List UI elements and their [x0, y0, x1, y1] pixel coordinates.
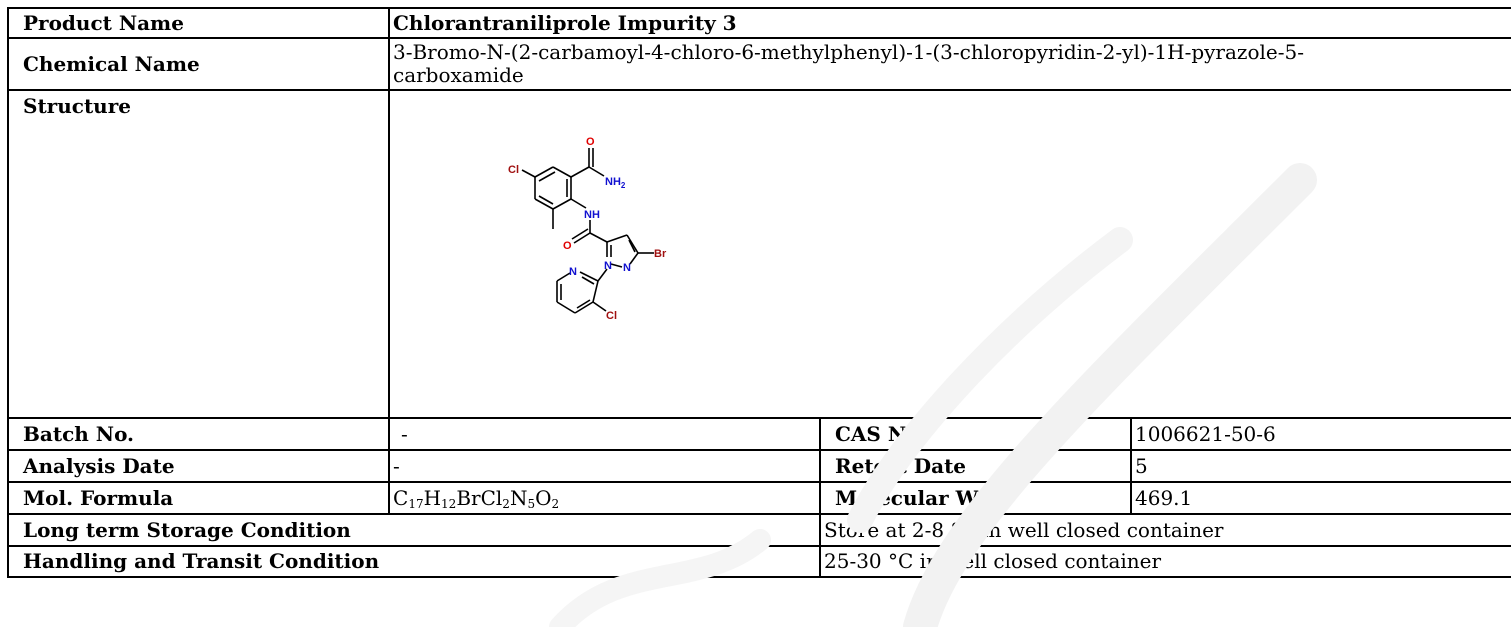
- structure-label: Structure: [7, 89, 390, 419]
- storage-condition-label: Long term Storage Condition: [7, 513, 821, 547]
- formula-part: C: [393, 485, 409, 510]
- molecular-wt-label: Molecular Wt.: [819, 481, 1132, 515]
- row-handling: Handling and Transit Condition 25-30 °C …: [7, 545, 1511, 578]
- atom-cl-pyridine: Cl: [606, 310, 617, 322]
- coa-table: Product Name Chlorantraniliprole Impurit…: [7, 7, 1511, 578]
- mol-formula-value: C17H12BrCl2N5O2: [388, 481, 821, 515]
- chemical-name-line2: carboxamide: [393, 63, 524, 87]
- atom-nh2: NH2: [605, 176, 626, 190]
- atom-cl-ring: Cl: [508, 164, 519, 176]
- cas-no-label: CAS No.: [819, 417, 1132, 451]
- row-batch: Batch No. - CAS No. 1006621-50-6: [7, 417, 1511, 451]
- handling-condition-value: 25-30 °C in well closed container: [819, 545, 1511, 578]
- structure-cell: O NH2 Cl NH O Br N N N Cl: [388, 89, 1511, 419]
- analysis-date-value: -: [388, 449, 821, 483]
- chemical-name-line1: 3-Bromo-N-(2-carbamoyl-4-chloro-6-methyl…: [393, 40, 1304, 64]
- cas-no-value: 1006621-50-6: [1130, 417, 1511, 451]
- structure-bonds: [521, 148, 654, 314]
- row-storage: Long term Storage Condition Store at 2-8…: [7, 513, 1511, 547]
- formula-sub: 17: [408, 496, 424, 511]
- chemical-name-value: 3-Bromo-N-(2-carbamoyl-4-chloro-6-methyl…: [388, 37, 1511, 91]
- product-name-label: Product Name: [7, 7, 390, 39]
- row-analysis: Analysis Date - Retest Date 5: [7, 449, 1511, 483]
- row-formula: Mol. Formula C17H12BrCl2N5O2 Molecular W…: [7, 481, 1511, 515]
- product-name-value: Chlorantraniliprole Impurity 3: [388, 7, 1511, 39]
- batch-no-label: Batch No.: [7, 417, 390, 451]
- atom-br: Br: [654, 248, 667, 260]
- atom-o-top: O: [586, 136, 595, 148]
- atom-nh: NH: [584, 209, 600, 221]
- storage-condition-value: Store at 2-8 °C in well closed container: [819, 513, 1511, 547]
- formula-part: BrCl: [456, 485, 503, 510]
- formula-part: N: [509, 485, 528, 510]
- row-structure: Structure: [7, 89, 1511, 419]
- structure-image: O NH2 Cl NH O Br N N N Cl: [508, 136, 667, 322]
- mol-formula-label: Mol. Formula: [7, 481, 390, 515]
- chemical-name-label: Chemical Name: [7, 37, 390, 91]
- atom-nh2-text: NH: [605, 176, 621, 188]
- formula-sub: 2: [502, 496, 510, 511]
- formula-sub: 12: [441, 496, 457, 511]
- retest-date-value: 5: [1130, 449, 1511, 483]
- batch-no-value: -: [388, 417, 821, 451]
- atom-o-amide: O: [563, 240, 572, 252]
- atom-nh2-sub: 2: [621, 181, 626, 190]
- row-product-name: Product Name Chlorantraniliprole Impurit…: [7, 7, 1511, 39]
- row-chemical-name: Chemical Name 3-Bromo-N-(2-carbamoyl-4-c…: [7, 37, 1511, 91]
- structure-wrap: O NH2 Cl NH O Br N N N Cl: [392, 92, 1509, 413]
- formula-part: O: [535, 485, 552, 510]
- formula-part: H: [423, 485, 442, 510]
- formula-sub: 5: [527, 496, 536, 511]
- analysis-date-label: Analysis Date: [7, 449, 390, 483]
- atom-n-pyridine: N: [569, 266, 577, 278]
- retest-date-label: Retest Date: [819, 449, 1132, 483]
- atom-n2: N: [623, 262, 631, 274]
- atom-n1: N: [604, 260, 612, 272]
- handling-condition-label: Handling and Transit Condition: [7, 545, 821, 578]
- formula-sub: 2: [551, 496, 560, 511]
- molecular-wt-value: 469.1: [1130, 481, 1511, 515]
